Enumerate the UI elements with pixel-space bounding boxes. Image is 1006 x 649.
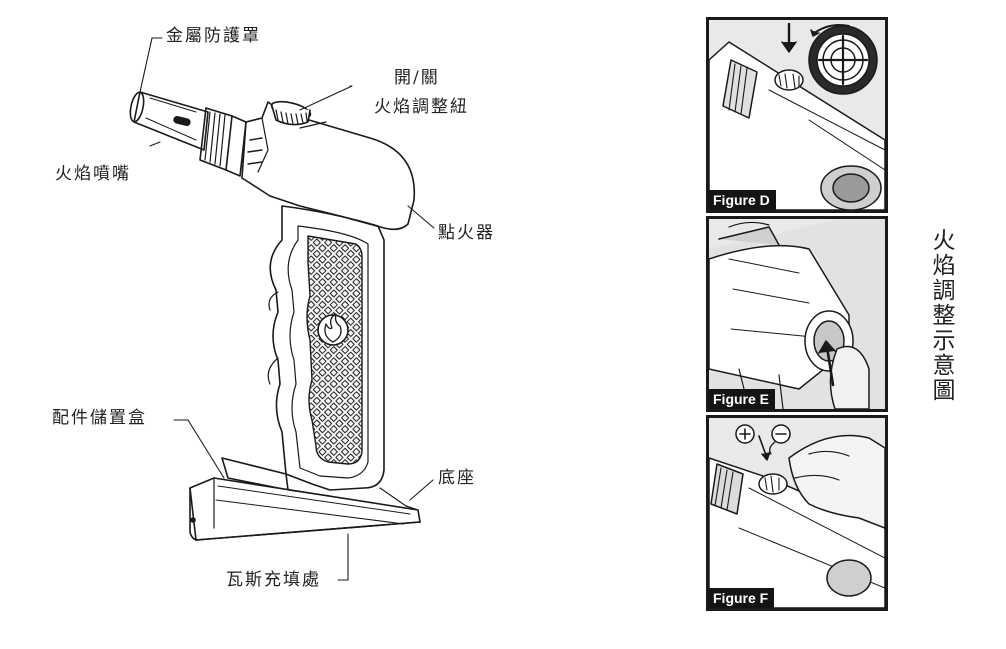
label-switch-line2: 火焰調整紐 <box>374 97 469 117</box>
mesh-grip-shape <box>306 235 363 465</box>
label-flame-nozzle: 火焰噴嘴 <box>55 164 131 184</box>
metal-guard-shape <box>129 91 209 151</box>
label-accessory-box: 配件儲置盒 <box>52 408 147 428</box>
figure-d-tag: Figure D <box>709 190 776 210</box>
label-igniter: 點火器 <box>438 223 495 243</box>
figure-f-panel: Figure F <box>706 415 888 611</box>
label-base: 底座 <box>438 468 476 488</box>
handle-shape <box>267 205 385 491</box>
label-metal-guard: 金屬防護罩 <box>166 26 261 46</box>
torch-head-shape <box>241 101 416 231</box>
figure-d-panel: Figure D <box>706 17 888 213</box>
leader-lines <box>139 37 435 581</box>
figure-f-tag: Figure F <box>709 588 775 608</box>
figure-e-panel: Figure E <box>706 216 888 412</box>
collar-shape <box>199 107 247 177</box>
torch-drawing <box>129 37 435 581</box>
label-switch-line1: 開/關 <box>394 68 440 88</box>
side-title: 火焰調整示意圖 <box>928 228 954 403</box>
label-gas-refill: 瓦斯充填處 <box>226 570 321 590</box>
knob-shape <box>270 100 312 126</box>
base-shape <box>189 457 421 541</box>
figure-e-tag: Figure E <box>709 389 776 409</box>
flame-logo-shape <box>317 313 349 346</box>
